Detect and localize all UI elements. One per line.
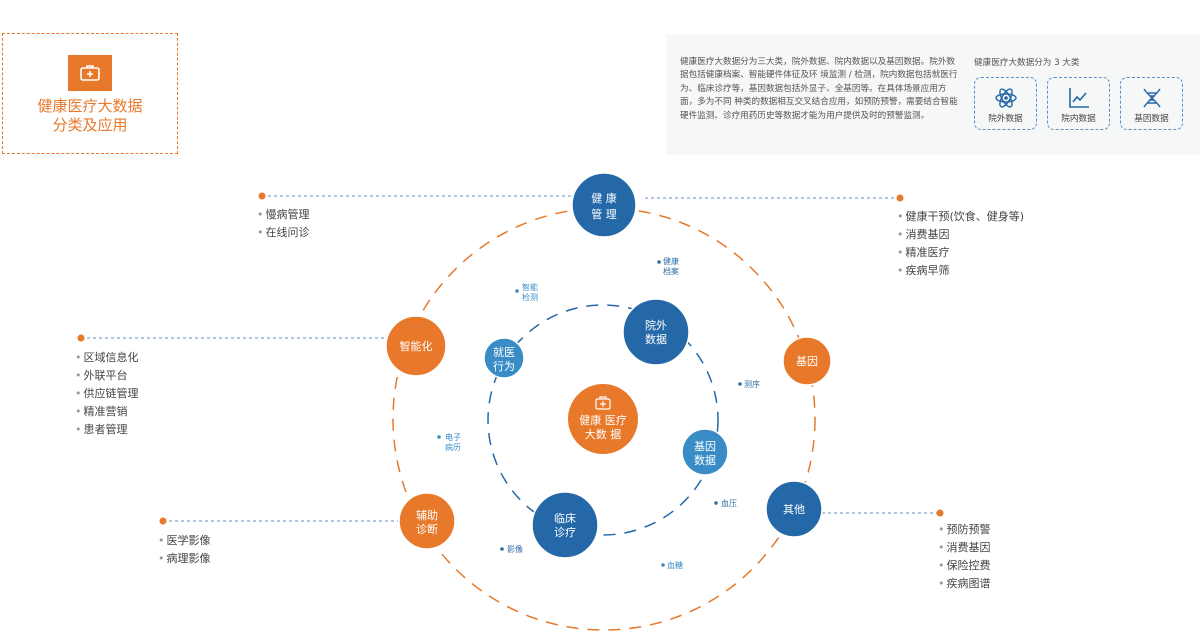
list-health: 慢病管理在线问诊 <box>257 206 310 242</box>
svg-text:数据: 数据 <box>694 453 716 467</box>
svg-text:基因: 基因 <box>694 440 716 453</box>
line-chart-icon <box>1068 88 1089 108</box>
svg-text:档案: 档案 <box>663 266 679 276</box>
svg-text:病历: 病历 <box>445 442 461 452</box>
title-box: 健康医疗大数据 分类及应用 <box>2 33 178 154</box>
node-outside-data[interactable]: 院外数据 <box>622 298 690 366</box>
card-inside-data: 院内数据 <box>1047 77 1110 130</box>
svg-text:影像: 影像 <box>507 544 523 554</box>
list-other: 预防预警消费基因保险控费疾病图谱 <box>938 521 991 593</box>
svg-text:行为: 行为 <box>493 360 515 373</box>
svg-text:院外: 院外 <box>645 318 667 332</box>
annotation-blood-sugar: 血糖 <box>661 560 683 570</box>
info-heading: 健康医疗大数据分为 3 大类 <box>974 58 1080 68</box>
node-clinical[interactable]: 临床诊疗 <box>531 491 599 559</box>
title-line1: 健康医疗大数据 <box>37 97 143 115</box>
node-health-management[interactable]: 健 康管 理 <box>571 172 637 238</box>
annotation-sequencing: 测序 <box>738 379 760 389</box>
svg-text:健康 医疗: 健康 医疗 <box>579 413 627 427</box>
annotation-archive: 健康档案 <box>657 256 679 276</box>
svg-text:基因: 基因 <box>796 355 818 368</box>
card-gene-data: 基因数据 <box>1120 77 1183 130</box>
svg-text:智能: 智能 <box>522 282 538 292</box>
svg-text:健康: 健康 <box>663 256 679 266</box>
svg-text:测序: 测序 <box>744 379 760 389</box>
list-gene: 健康干预(饮食、健身等)消费基因精准医疗疾病早筛 <box>897 208 1025 280</box>
node-smart[interactable]: 智能化 <box>385 315 447 377</box>
svg-text:管 理: 管 理 <box>591 207 617 221</box>
node-other[interactable]: 其他 <box>765 480 823 538</box>
center-node: 健康 医疗 大数 据 <box>568 384 638 454</box>
svg-text:诊断: 诊断 <box>416 522 438 536</box>
annotation-blood-pressure: 血压 <box>714 498 737 508</box>
svg-text:智能化: 智能化 <box>400 339 433 353</box>
svg-text:诊疗: 诊疗 <box>554 525 576 539</box>
svg-text:血糖: 血糖 <box>667 560 683 570</box>
svg-text:数据: 数据 <box>645 332 667 346</box>
svg-text:大数 据: 大数 据 <box>585 427 622 441</box>
svg-text:电子: 电子 <box>445 432 461 442</box>
node-gene-data[interactable]: 基因数据 <box>681 428 729 476</box>
list-smart: 区域信息化外联平台供应链管理精准营销患者管理 <box>75 349 139 439</box>
medical-kit-icon <box>68 55 112 91</box>
medical-kit-icon <box>595 396 611 410</box>
node-gene[interactable]: 基因 <box>782 336 832 386</box>
svg-text:健 康: 健 康 <box>591 191 617 205</box>
svg-text:检测: 检测 <box>522 292 538 302</box>
inner-orbit <box>487 304 719 536</box>
svg-text:辅助: 辅助 <box>416 508 438 522</box>
svg-text:其他: 其他 <box>783 503 805 516</box>
info-paragraph: 健康医疗大数据分为三大类，院外数据、院内数据以及基因数据。院外数据包括健康档案、… <box>680 57 958 121</box>
list-diagnosis: 医学影像病理影像 <box>158 532 211 568</box>
node-medical-visit[interactable]: 就医行为 <box>483 337 525 379</box>
svg-text:就医: 就医 <box>493 345 515 359</box>
atom-icon <box>994 88 1017 108</box>
title-line2: 分类及应用 <box>52 116 128 134</box>
info-panel: 健康医疗大数据分为三大类，院外数据、院内数据以及基因数据。院外数据包括健康档案、… <box>666 34 1200 155</box>
annotation-imaging: 影像 <box>500 544 523 554</box>
svg-text:临床: 临床 <box>554 511 576 525</box>
dna-icon <box>1142 88 1161 108</box>
svg-text:血压: 血压 <box>721 498 737 508</box>
card-outside-data: 院外数据 <box>974 77 1037 130</box>
